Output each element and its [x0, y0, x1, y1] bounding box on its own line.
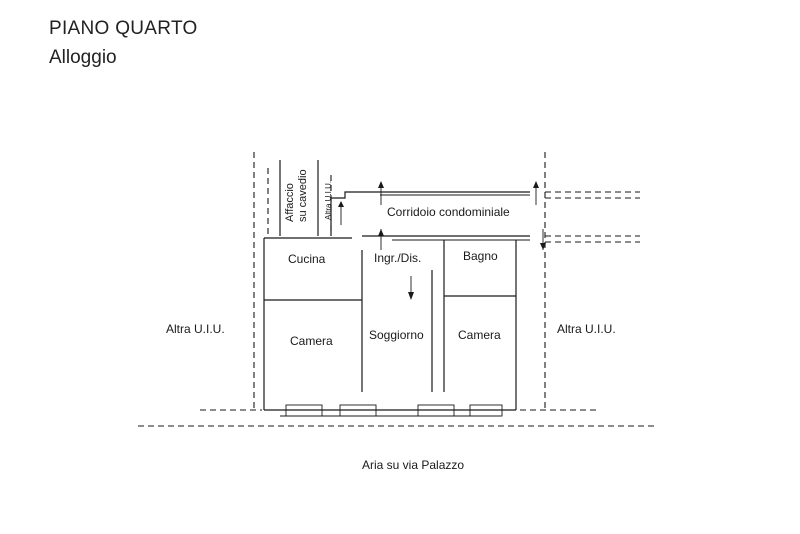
corridor-step [330, 191, 380, 236]
room-label-cucina: Cucina [288, 252, 326, 266]
window-1 [285, 404, 323, 417]
arrow-head-3 [533, 181, 539, 188]
arrow-head-2 [378, 229, 384, 236]
room-label-bagno: Bagno [463, 249, 498, 263]
room-label-camera-right: Camera [458, 328, 501, 342]
window-2 [339, 404, 377, 417]
plan-subtitle: Alloggio [49, 47, 117, 68]
affaccio-label-1: Affaccio [284, 183, 296, 222]
plan-title: PIANO QUARTO [49, 18, 198, 39]
room-label-ingresso: Ingr./Dis. [374, 251, 421, 265]
affaccio-label-2: su cavedio [297, 169, 309, 222]
arrow-head-1 [378, 181, 384, 188]
arrow-head-4 [540, 243, 546, 250]
aria-label: Aria su via Palazzo [362, 458, 464, 472]
altra-uiu-small-label: Altra U.I.U. [324, 181, 333, 220]
window-3 [417, 404, 455, 417]
window-4 [469, 404, 503, 417]
altra-uiu-right-label: Altra U.I.U. [557, 322, 616, 336]
altra-uiu-left-label: Altra U.I.U. [166, 322, 225, 336]
room-label-corridoio: Corridoio condominiale [387, 205, 510, 219]
room-label-soggiorno: Soggiorno [369, 328, 424, 342]
room-label-camera-left: Camera [290, 334, 333, 348]
arrow-head-6 [338, 201, 344, 207]
arrow-head-5 [408, 292, 414, 300]
